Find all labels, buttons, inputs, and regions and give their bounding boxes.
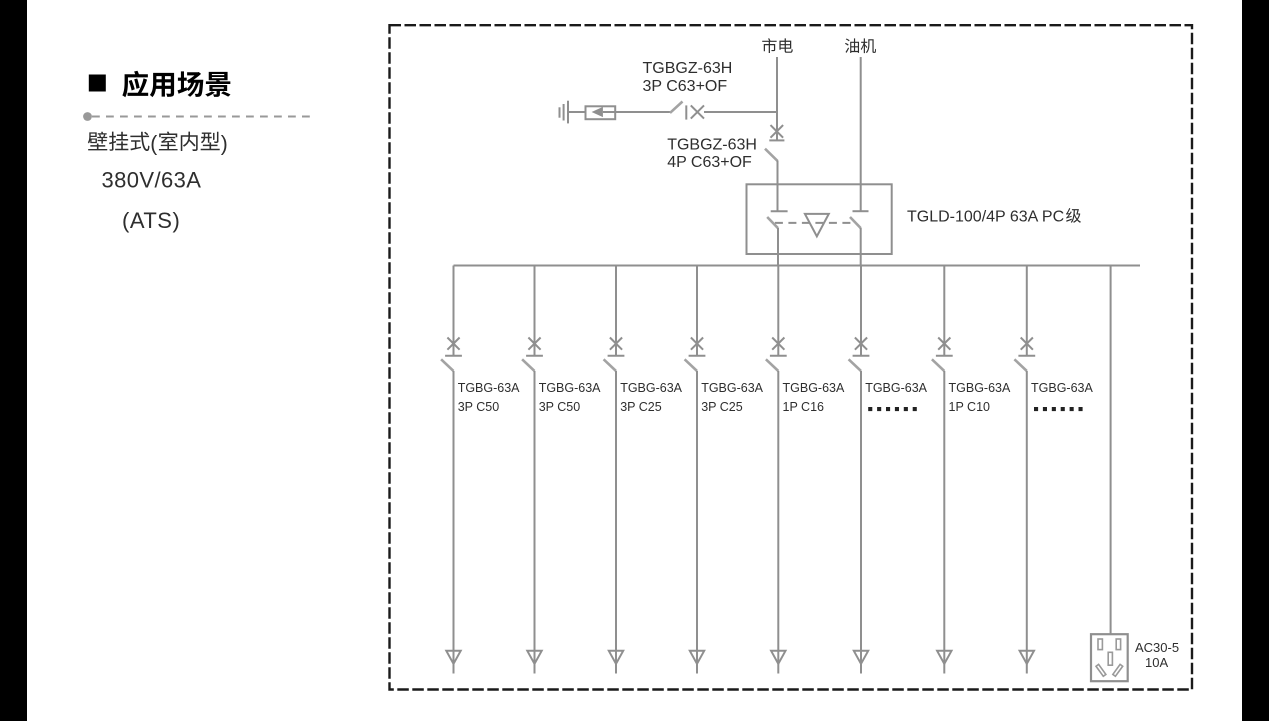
svg-text:TGBGZ-63H: TGBGZ-63H — [667, 137, 757, 154]
svg-text:3P C63+OF: 3P C63+OF — [643, 78, 728, 95]
svg-text:TGBG-63A: TGBG-63A — [949, 381, 1011, 395]
svg-text:4P C63+OF: 4P C63+OF — [667, 154, 752, 171]
svg-text:10A: 10A — [1145, 655, 1168, 670]
svg-text:TGBGZ-63H: TGBGZ-63H — [643, 60, 733, 77]
svg-text:TGLD-100/4P 63A PC: TGLD-100/4P 63A PC — [907, 209, 1064, 226]
svg-text:TGBG-63A: TGBG-63A — [620, 381, 682, 395]
svg-text:3P C50: 3P C50 — [539, 400, 581, 414]
svg-text:1P C16: 1P C16 — [783, 400, 825, 414]
svg-text:TGBG-63A: TGBG-63A — [458, 381, 520, 395]
svg-text:3P C25: 3P C25 — [620, 400, 662, 414]
svg-text:): ) — [221, 132, 228, 155]
svg-text:TGBG-63A: TGBG-63A — [539, 381, 601, 395]
svg-text:3P C25: 3P C25 — [701, 400, 743, 414]
svg-text:3P C50: 3P C50 — [458, 400, 500, 414]
svg-text:(ATS): (ATS) — [122, 208, 180, 233]
svg-text:TGBG-63A: TGBG-63A — [783, 381, 845, 395]
svg-text:TGBG-63A: TGBG-63A — [865, 381, 927, 395]
svg-text:380V/63A: 380V/63A — [102, 168, 202, 193]
svg-text:(: ( — [150, 132, 157, 155]
svg-text:AC30-5: AC30-5 — [1135, 640, 1179, 655]
svg-text:TGBG-63A: TGBG-63A — [701, 381, 763, 395]
svg-text:TGBG-63A: TGBG-63A — [1031, 381, 1093, 395]
svg-text:1P C10: 1P C10 — [949, 400, 991, 414]
